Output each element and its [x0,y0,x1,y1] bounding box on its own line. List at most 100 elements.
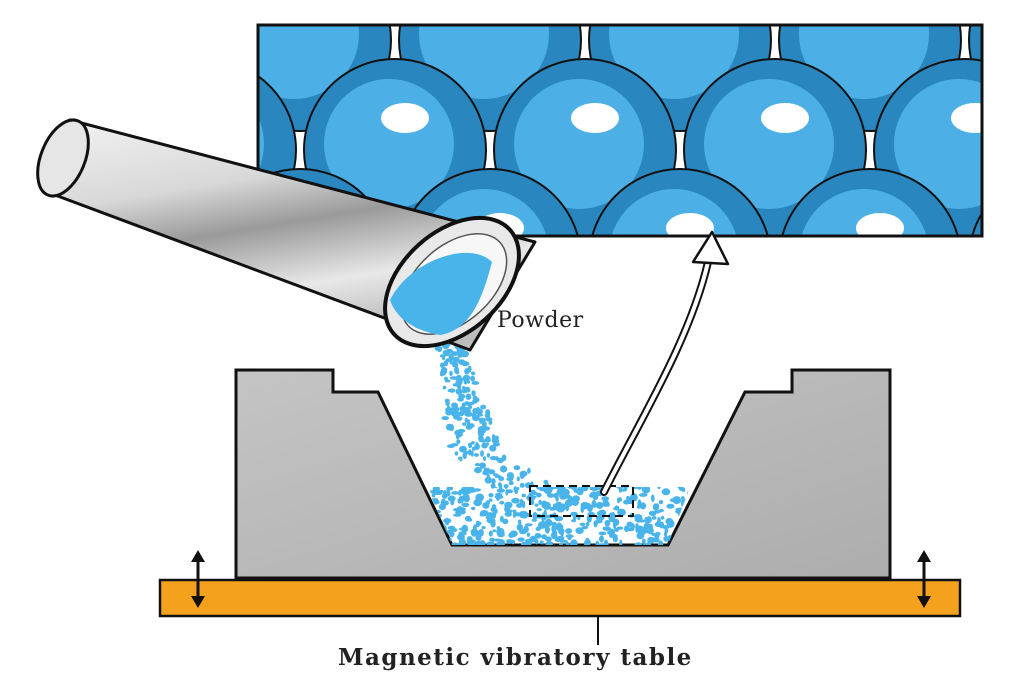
powder-grain [442,385,447,390]
powder-grain [651,532,656,537]
powder-grain [484,476,492,484]
powder-grain [480,509,489,517]
powder-grain [454,366,459,374]
powder-grain [450,482,458,485]
powder-grain [536,492,542,498]
powder-grain [655,531,661,536]
powder-grain [594,520,603,524]
powder-grain [456,374,462,381]
powder-grain [612,518,620,527]
powder-grain [459,456,463,462]
powder-grain [590,491,599,497]
powder-grain [601,496,610,502]
powder-grain [668,479,675,483]
powder-grain [449,388,456,393]
powder-grain [471,412,477,418]
powder-grain [473,397,480,403]
powder-grain [471,390,476,397]
powder-grain [455,432,460,440]
powder-grain [616,487,624,490]
powder-grain [446,490,451,497]
powder-grain [441,354,446,361]
powder-grain [488,493,494,498]
powder-grain [500,465,508,473]
powder-grain [491,478,496,485]
powder-grain [449,407,457,413]
powder-grain [539,540,544,545]
powder-grain [463,401,470,406]
powder-grain [489,537,495,543]
powder-grain [657,487,661,489]
powder-grain [521,493,526,498]
zoom-frame [256,23,984,238]
powder-grain [535,526,541,532]
powder-grain [506,476,514,482]
powder-grain [445,530,453,534]
powder-grain [536,475,542,482]
powder-grain [512,510,517,518]
powder-grain [485,500,491,505]
powder-grain [486,541,492,545]
powder-grain [465,393,472,400]
powder-grain [560,506,568,510]
powder-grain [598,481,604,485]
powder-grain [658,500,664,505]
powder-grain [523,525,529,533]
particle [114,0,296,21]
powder-grain [517,519,522,525]
powder-grain [556,488,564,496]
powder-grain [617,508,626,517]
powder-grain [444,398,450,404]
powder-grain [595,501,604,509]
powder-grain [663,536,670,542]
powder-grain [619,539,623,545]
powder-grain [549,507,555,511]
powder-grain [645,516,652,524]
powder-grain [443,360,449,367]
powder-grain [487,516,491,523]
powder-grain [490,483,496,489]
powder-grain [543,479,549,485]
powder-grain [485,417,493,422]
powder-grain [488,498,493,502]
powder-grain [475,475,478,482]
powder-grain [659,477,664,482]
powder-grain [527,467,531,474]
powder-grain [467,478,473,483]
powder-grain [638,493,648,497]
powder-grain [508,480,514,486]
powder-grain [489,456,498,461]
powder-grain [465,424,473,430]
powder-grain [459,445,467,453]
powder-grain [456,439,461,444]
powder-grain [493,538,502,542]
powder-grain [585,521,590,527]
powder-grain [489,444,497,452]
powder-grain [678,487,686,491]
powder-grain [636,532,645,540]
powder-grain [544,536,550,541]
powder-grain [484,413,491,419]
powder-grain [494,495,504,499]
powder-grain [666,503,675,509]
powder-grain [559,542,563,545]
powder-grain [436,489,445,494]
powder-grain [685,475,690,482]
powder-grain [471,381,480,385]
container-back-end [36,118,90,198]
powder-grain [648,523,653,530]
powder-grain [468,449,472,456]
powder-grain [571,519,577,523]
powder-grain [552,529,558,536]
powder-grain [579,477,585,484]
powder-grain [431,489,438,494]
particle [874,0,1024,21]
powder-grain [452,383,458,387]
powder-grain [623,487,628,491]
powder-grain [598,537,604,542]
powder-grain [666,478,671,482]
powder-grain [467,475,475,483]
powder-grain [632,477,640,482]
powder-grain [504,511,512,517]
powder-grain [491,438,500,444]
